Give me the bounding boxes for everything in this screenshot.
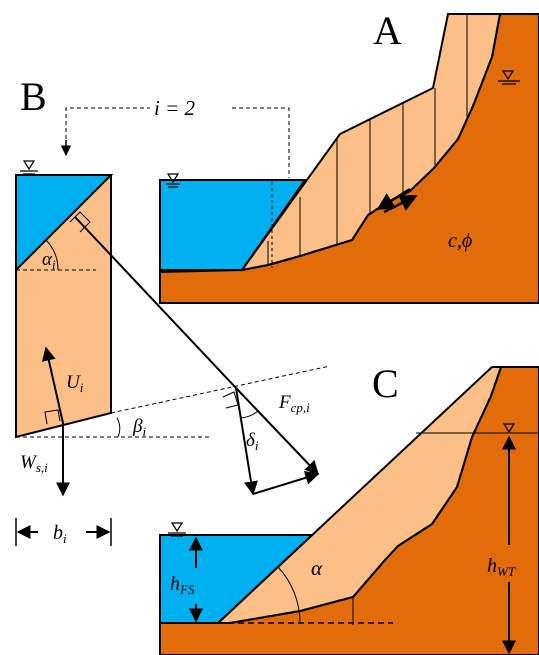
alpha-label: αi	[42, 249, 56, 272]
panel-c-slip-surface	[229, 366, 502, 624]
beta-arc	[116, 417, 121, 438]
slope-angle-label: α	[311, 556, 323, 580]
panel-a-title: A	[373, 8, 402, 53]
force-component-arrow	[235, 387, 258, 496]
panel-a-index-leader	[65, 107, 290, 178]
force-label: Fcp,i	[278, 392, 310, 415]
slice-water	[15, 174, 114, 273]
uplift-right-angle	[44, 409, 61, 425]
panel-a: i = 2 c,ϕ A	[60, 8, 539, 304]
slice-index-label: i = 2	[154, 96, 196, 120]
uplift-arrow	[41, 346, 64, 424]
slice-base-extension	[110, 365, 331, 414]
water-table-icon	[168, 423, 516, 537]
water-table-icon	[20, 160, 38, 175]
panel-b-title: B	[20, 74, 47, 119]
panel-a-shear-arrows	[376, 187, 418, 214]
water-table-icon	[166, 70, 520, 188]
force-right-angle	[222, 391, 239, 409]
panel-b: αi βi Ui Ws,i δi Fcp,i bi B	[15, 74, 331, 546]
weight-label: Ws,i	[20, 452, 48, 475]
soil-strength-label: c,ϕ	[448, 230, 472, 252]
water-table-height-label: hWT	[487, 555, 516, 579]
panel-a-water	[159, 179, 307, 271]
force-closing-arrow	[252, 471, 320, 495]
delta-label: δi	[246, 430, 259, 453]
panel-c-title: C	[372, 361, 399, 406]
beta-label: βi	[132, 416, 146, 439]
panel-a-slip-surface	[241, 13, 501, 271]
alpha-arc	[45, 239, 59, 271]
force-arrow	[235, 387, 319, 476]
water-depth-label: hFS	[170, 573, 195, 597]
width-label: bi	[53, 522, 67, 546]
slope-angle-arc	[277, 566, 301, 624]
panel-a-slice-lines	[267, 14, 468, 265]
water-force-line	[74, 216, 237, 389]
panel-c: α hFS hWT C	[159, 361, 539, 655]
uplift-label: Ui	[66, 372, 84, 395]
delta-arc	[240, 410, 259, 419]
